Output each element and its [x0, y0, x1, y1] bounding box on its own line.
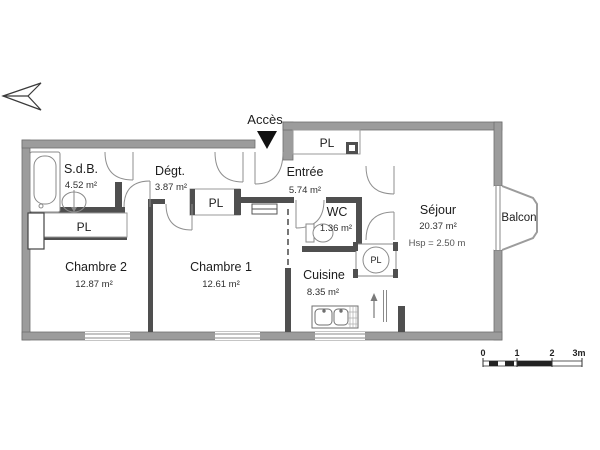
- room-label-sdb: S.d.B.: [64, 162, 98, 176]
- closet-label-entree: PL: [320, 136, 335, 150]
- closet-chambre2: [39, 212, 128, 238]
- room-area-cuisine: 8.35 m²: [307, 287, 339, 298]
- washbasin: [61, 190, 87, 213]
- room-area-entree: 5.74 m²: [289, 185, 321, 196]
- room-label-wc: WC: [327, 205, 348, 219]
- room-area-wc: 1.36 m²: [320, 223, 352, 234]
- door-entrance: [254, 151, 284, 185]
- passage-partition: [383, 290, 387, 322]
- room-area-sdb: 4.52 m²: [65, 180, 97, 191]
- room-label-cuisine: Cuisine: [303, 268, 345, 282]
- door-wc: [295, 199, 325, 229]
- window-chambre2: [85, 332, 130, 340]
- water-heater-closet: [353, 242, 398, 278]
- door-sdb: [104, 151, 134, 181]
- scale-label-0: 0: [480, 348, 485, 358]
- balcony-door-window: [494, 186, 502, 250]
- scale-label-1: 1: [514, 348, 519, 358]
- toilet: [305, 223, 334, 243]
- closet-entree: [292, 129, 361, 155]
- door-chambre2: [123, 180, 151, 208]
- direction-arrow-icon: [370, 293, 378, 318]
- room-label-entree: Entrée: [287, 165, 324, 179]
- wall-duct: [27, 212, 45, 250]
- north-arrow-icon: [1, 82, 42, 111]
- bathtub: [29, 151, 61, 213]
- door-degt-entree: [214, 151, 244, 183]
- room-label-chambre2: Chambre 2: [65, 260, 127, 274]
- room-area-sejour: 20.37 m²: [419, 221, 457, 232]
- window-chambre1: [215, 332, 260, 340]
- access-arrow-icon: [257, 131, 277, 149]
- door-chambre1: [165, 203, 193, 231]
- door-sejour-upper: [365, 165, 395, 195]
- access-label: Accès: [247, 112, 283, 127]
- room-area-chambre2: 12.87 m²: [75, 279, 113, 290]
- closet-label-chambre1: PL: [209, 196, 224, 210]
- doors: [104, 151, 395, 241]
- room-area-chambre1: 12.61 m²: [202, 279, 240, 290]
- window-cuisine: [315, 332, 365, 340]
- windows: [85, 186, 502, 340]
- room-label-chambre1: Chambre 1: [190, 260, 252, 274]
- balcony-outline: [501, 185, 538, 251]
- room-label-sejour: Séjour: [420, 203, 456, 217]
- scale-label-2: 2: [549, 348, 554, 358]
- scale-label-3m: 3m: [572, 348, 585, 358]
- closet-chambre1: [189, 188, 241, 216]
- room-label-degt: Dégt.: [155, 164, 185, 178]
- door-sejour-lower: [365, 211, 395, 241]
- room-label-balcon: Balcon: [501, 212, 536, 224]
- kitchen-sink: [311, 305, 359, 329]
- closet-label-chambre2: PL: [77, 220, 92, 234]
- scale-bar: 0 1 2 3m: [480, 348, 586, 367]
- closet-label-water-heater: PL: [370, 255, 381, 265]
- radiator: [251, 203, 278, 215]
- room-ceiling-sejour: Hsp = 2.50 m: [409, 238, 466, 249]
- room-area-degt: 3.87 m²: [155, 182, 187, 193]
